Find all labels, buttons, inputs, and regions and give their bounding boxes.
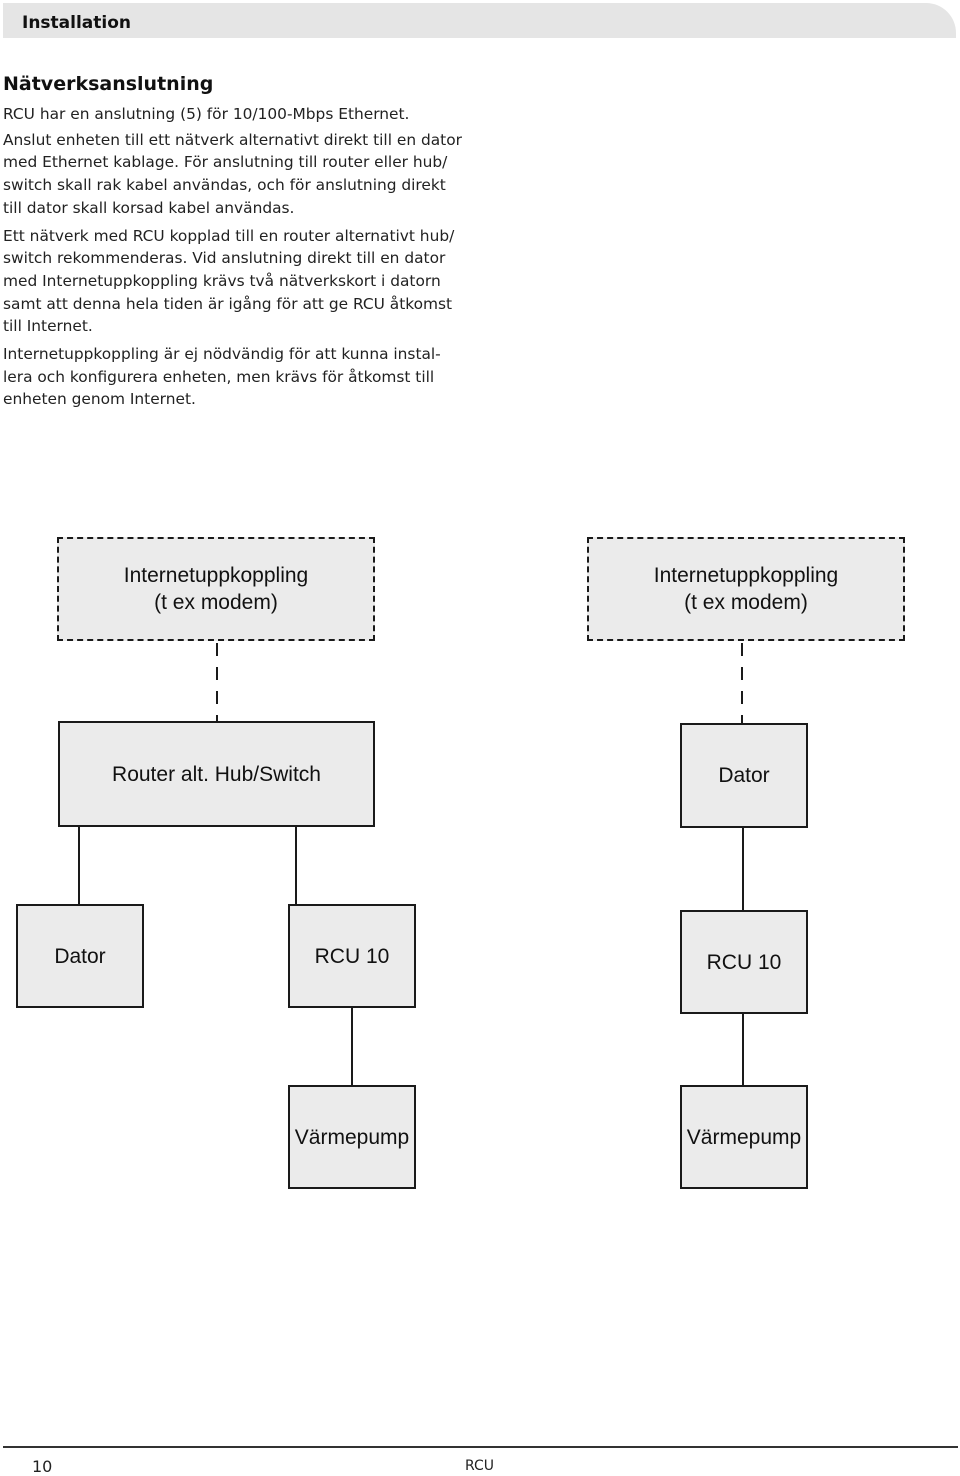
paragraph-2: Anslut enheten till ett nätverk alternat… (3, 130, 462, 217)
footer-rule (3, 1446, 958, 1448)
left-heatpump-label: Värmepump (294, 1125, 410, 1149)
paragraph-1: RCU har en anslutning (5) för 10/100-Mbp… (3, 105, 410, 123)
left-dator-label: Dator (54, 944, 106, 968)
left-rcu-heatpump-link (351, 1008, 353, 1086)
left-internet-label: Internetuppkoppling (t ex modem) (123, 564, 309, 614)
left-router-label: Router alt. Hub/Switch (112, 762, 321, 786)
footer-product: RCU (465, 1458, 495, 1474)
section-heading: Nätverksanslutning (3, 73, 214, 95)
left-internet-box: Internetuppkoppling (t ex modem) (57, 537, 375, 641)
right-rcu-heatpump-link (742, 1014, 744, 1086)
left-router-box: Router alt. Hub/Switch (58, 721, 375, 827)
right-dator-label: Dator (718, 764, 770, 787)
paragraph-4: Internetuppkoppling är ej nödvändig för … (3, 345, 441, 409)
right-rcu-label: RCU 10 (706, 950, 782, 974)
right-rcu-box: RCU 10 (680, 910, 808, 1014)
left-heatpump-box: Värmepump (288, 1085, 416, 1189)
right-heatpump-box: Värmepump (680, 1085, 808, 1189)
right-heatpump-label: Värmepump (686, 1125, 802, 1149)
left-router-rcu-link (295, 827, 297, 905)
right-dator-rcu-link (742, 828, 744, 910)
paragraph-3: Ett nätverk med RCU kopplad till en rout… (3, 226, 455, 336)
left-rcu-box: RCU 10 (288, 904, 416, 1008)
body-text: RCU har en anslutning (5) för 10/100-Mbp… (3, 103, 463, 416)
right-internet-dator-dashed-link (741, 643, 743, 723)
header-title: Installation (22, 13, 132, 33)
right-internet-label: Internetuppkoppling (t ex modem) (653, 564, 839, 614)
header-band: Installation (3, 3, 956, 38)
left-dator-box: Dator (16, 904, 144, 1008)
right-internet-box: Internetuppkoppling (t ex modem) (587, 537, 905, 641)
right-dator-box: Dator (680, 723, 808, 828)
page-number: 10 (32, 1457, 53, 1476)
left-rcu-label: RCU 10 (314, 944, 390, 968)
left-internet-router-dashed-link (216, 643, 218, 721)
left-router-dator-link (78, 827, 80, 905)
